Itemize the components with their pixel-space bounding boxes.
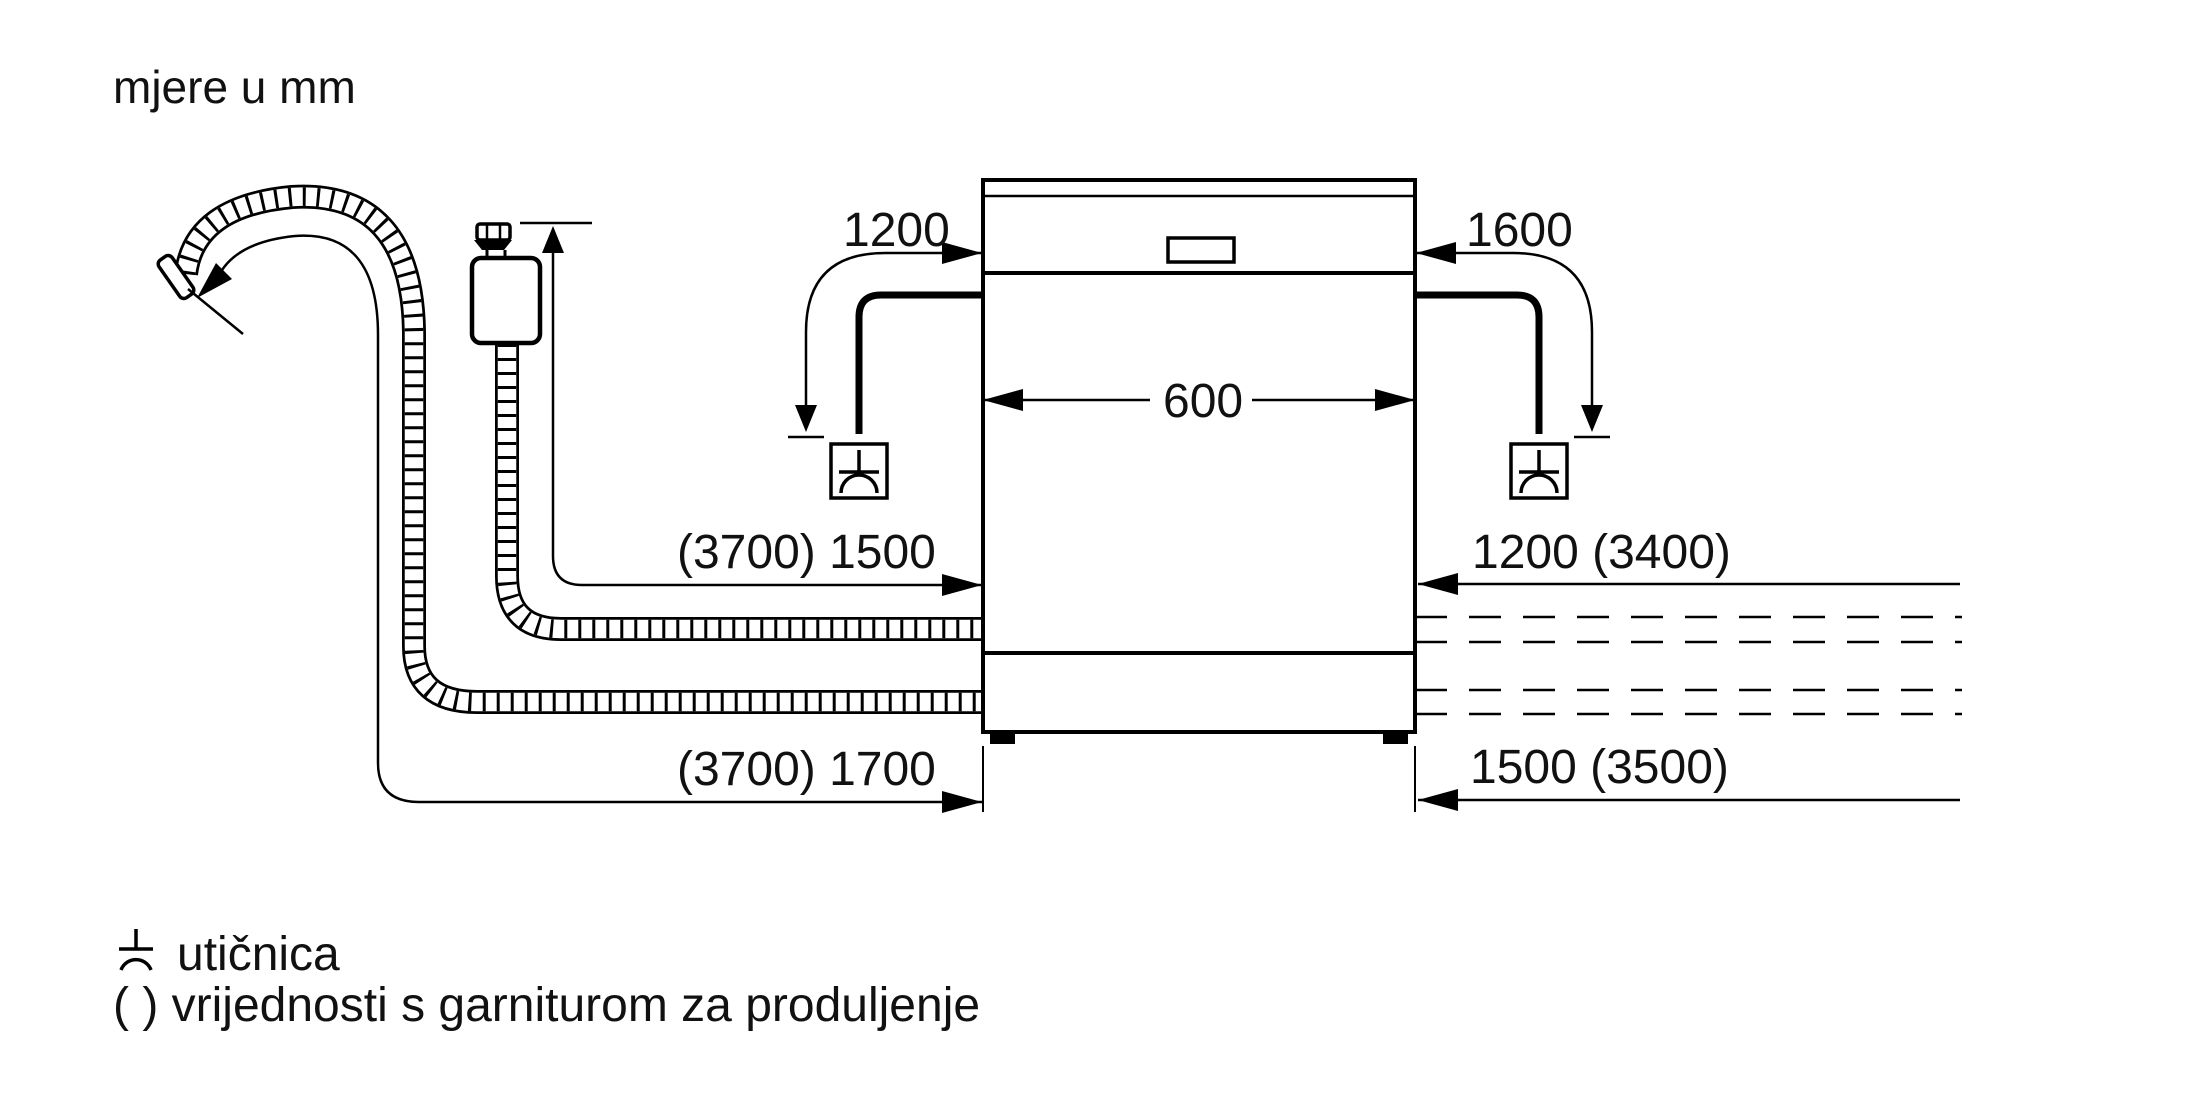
socket-legend-icon bbox=[119, 929, 153, 971]
dim-1600-label: 1600 bbox=[1466, 204, 1573, 257]
foot-right bbox=[1383, 732, 1408, 744]
socket-right bbox=[1509, 442, 1569, 500]
aquastop-nut-facets bbox=[485, 224, 502, 240]
arrowhead-right bbox=[942, 242, 982, 264]
power-cord-right bbox=[1415, 291, 1543, 434]
units-note: mjere u mm bbox=[113, 61, 356, 113]
dim-1200-line bbox=[804, 251, 983, 420]
aquastop-collar bbox=[474, 240, 512, 250]
legend-socket-label: utičnica bbox=[177, 928, 340, 981]
dim-appliance-width: 600 bbox=[983, 375, 1415, 428]
power-cord-right-line bbox=[1415, 291, 1543, 434]
drain-hose-core bbox=[176, 187, 983, 712]
dim-1500-label: (3700) 1500 bbox=[677, 526, 936, 579]
arrowhead-left bbox=[1418, 573, 1458, 595]
dim-inlet-front: (3700) 1500 bbox=[520, 221, 982, 596]
dim-1200-3400-label: 1200 (3400) bbox=[1472, 526, 1731, 579]
dim-1200-label: 1200 bbox=[843, 204, 950, 257]
drain-hose-end-fitting bbox=[156, 253, 196, 301]
arrowhead-down bbox=[795, 405, 817, 432]
rear-hose-routes bbox=[1415, 615, 1962, 716]
dim-drain-front: (3700) 1700 bbox=[187, 234, 982, 813]
legend: utičnica ( ) vrijednosti s garniturom za… bbox=[113, 928, 980, 1032]
power-cord-left bbox=[855, 291, 983, 434]
arrowhead-down bbox=[1581, 405, 1603, 432]
dim-drain-rear: 1500 (3500) bbox=[1418, 741, 1960, 811]
socket-right-icon bbox=[1519, 450, 1559, 494]
arrowhead-right bbox=[942, 574, 982, 596]
socket-left-icon bbox=[839, 450, 879, 494]
drain-hose bbox=[156, 184, 983, 714]
socket-left bbox=[829, 442, 889, 500]
arrowhead-left bbox=[983, 389, 1023, 411]
dim-1700-label: (3700) 1700 bbox=[677, 743, 936, 796]
dim-1700-line bbox=[216, 234, 982, 804]
dishwasher bbox=[981, 178, 1417, 812]
arrowhead-outlet bbox=[197, 263, 232, 298]
dim-inlet-rear: 1200 (3400) bbox=[1418, 526, 1960, 595]
arrowhead-left bbox=[1416, 242, 1456, 264]
inlet-hose bbox=[495, 344, 983, 641]
dim-600-label: 600 bbox=[1163, 375, 1243, 428]
legend-parentheses-label: ( ) vrijednosti s garniturom za produlje… bbox=[113, 979, 980, 1032]
aquastop-body bbox=[469, 255, 543, 346]
dim-1500-3500-label: 1500 (3500) bbox=[1470, 741, 1729, 794]
arrowhead-up bbox=[542, 226, 564, 253]
arrowhead-right bbox=[942, 791, 982, 813]
dim-1500-line bbox=[551, 250, 982, 587]
power-cord-left-line bbox=[855, 291, 983, 434]
aquastop-valve bbox=[469, 222, 543, 346]
inlet-hose-core bbox=[497, 344, 983, 639]
arrowhead-left bbox=[1418, 789, 1458, 811]
door-handle bbox=[1166, 236, 1236, 264]
aquastop-nut bbox=[475, 222, 512, 242]
datum-tick-diagonal bbox=[187, 288, 244, 335]
dim-cord-left: 1200 bbox=[788, 204, 983, 439]
dim-1600-line bbox=[1415, 251, 1594, 420]
arrowhead-right bbox=[1375, 389, 1415, 411]
foot-left bbox=[990, 732, 1015, 744]
dim-cord-right: 1600 bbox=[1415, 204, 1610, 439]
